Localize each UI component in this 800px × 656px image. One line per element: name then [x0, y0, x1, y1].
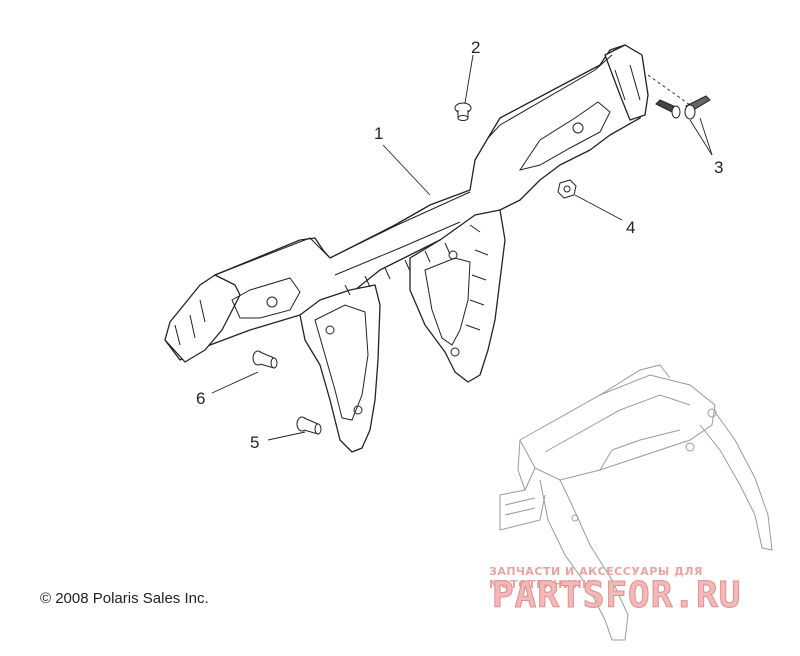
- frame-left-leg: [299, 284, 381, 453]
- bolt-part-5: [296, 416, 322, 435]
- leader-line-3a: [699, 117, 713, 156]
- callout-4: 4: [626, 218, 636, 237]
- leader-line-6: [211, 371, 259, 394]
- leader-line-2: [464, 54, 474, 104]
- callout-2: 2: [471, 38, 481, 57]
- frame-right-end: [604, 44, 649, 121]
- callout-5: 5: [250, 433, 260, 452]
- frame-right-leg: [409, 209, 506, 383]
- bolt-part-6: [252, 350, 278, 369]
- nut-part-4: [557, 179, 577, 199]
- leader-line-3b: [689, 119, 713, 156]
- screws-part-3: [655, 95, 711, 120]
- leader-line-4: [574, 194, 623, 221]
- bolt-part-2: [454, 102, 472, 121]
- leader-line-1: [382, 144, 431, 196]
- copyright-notice: © 2008 Polaris Sales Inc.: [40, 590, 209, 607]
- callout-3: 3: [714, 158, 724, 177]
- watermark-tagline: ЗАПЧАСТИ И АКСЕССУАРЫ ДЛЯ МОТОТЕХНИКИ: [489, 565, 704, 591]
- callout-6: 6: [196, 389, 206, 408]
- frame-left-end: [164, 274, 241, 363]
- reference-frame-outline: [499, 364, 773, 641]
- callout-1: 1: [374, 124, 384, 143]
- watermark-brand: PARTSFOR.RU: [491, 575, 742, 617]
- leader-line-5: [267, 431, 306, 441]
